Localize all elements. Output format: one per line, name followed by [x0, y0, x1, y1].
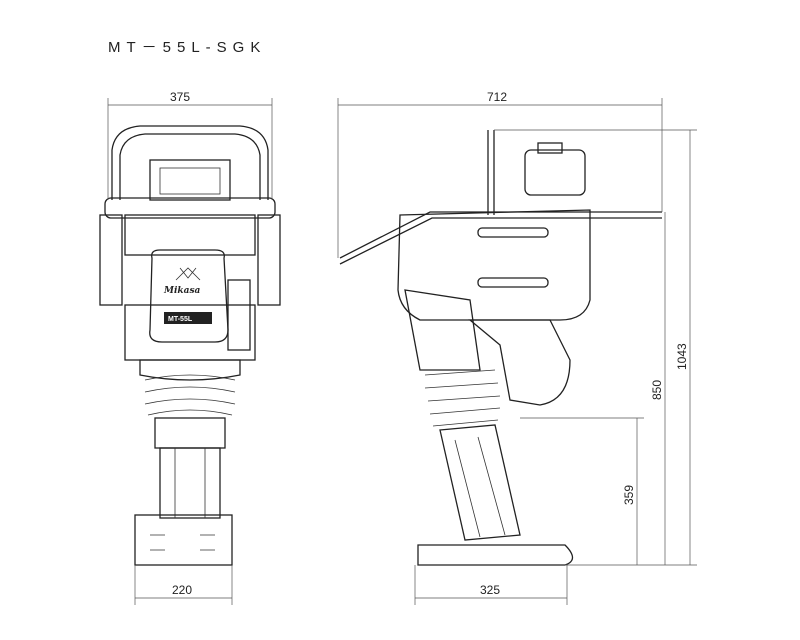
- drawing-title: MT－55L-SGK: [108, 39, 267, 56]
- dim-plate-length: 325: [480, 583, 500, 597]
- dim-overall-height: 1043: [675, 343, 689, 370]
- dim-foot-height: 359: [622, 485, 636, 505]
- front-view: Mikasa MT-55L: [99, 125, 281, 566]
- manufacturer-logo: Mikasa: [163, 286, 201, 296]
- dim-handle-height: 850: [650, 380, 664, 400]
- dimension-lines: 375 220 712 325 1043 850 359: [107, 90, 697, 605]
- dim-overall-length: 712: [487, 90, 507, 104]
- dim-front-width: 375: [170, 90, 190, 104]
- dim-plate-width: 220: [172, 583, 192, 597]
- model-plate: MT-55L: [168, 316, 193, 323]
- side-view: [339, 130, 662, 566]
